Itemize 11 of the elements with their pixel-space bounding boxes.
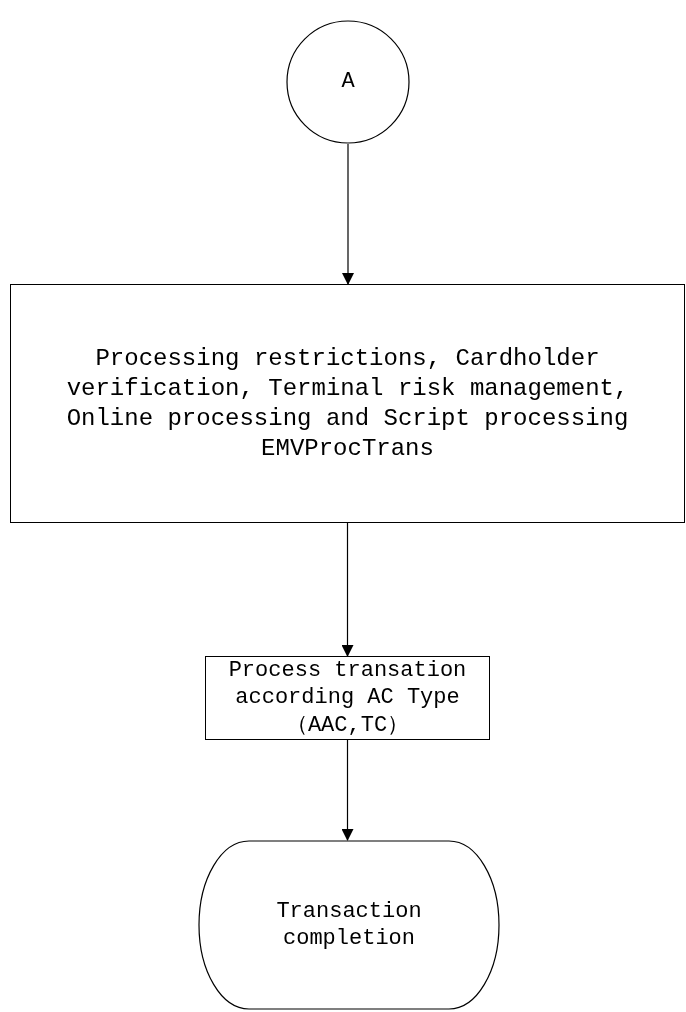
node-text: EMVProcTrans	[260, 433, 435, 464]
node-text: A	[340, 68, 356, 96]
arrow	[341, 739, 354, 841]
arrow	[342, 143, 354, 285]
node-text: Process transation according AC Type （AAC,TC）	[227, 656, 468, 740]
connector-circle	[286, 20, 410, 144]
process-box	[205, 656, 490, 740]
node-text: Transaction completion	[275, 897, 423, 953]
node-text: Processing restrictions, Cardholder verification, Terminal risk management, Online processing and Script processing	[65, 343, 630, 434]
process-box	[10, 284, 685, 523]
arrow	[341, 522, 354, 657]
